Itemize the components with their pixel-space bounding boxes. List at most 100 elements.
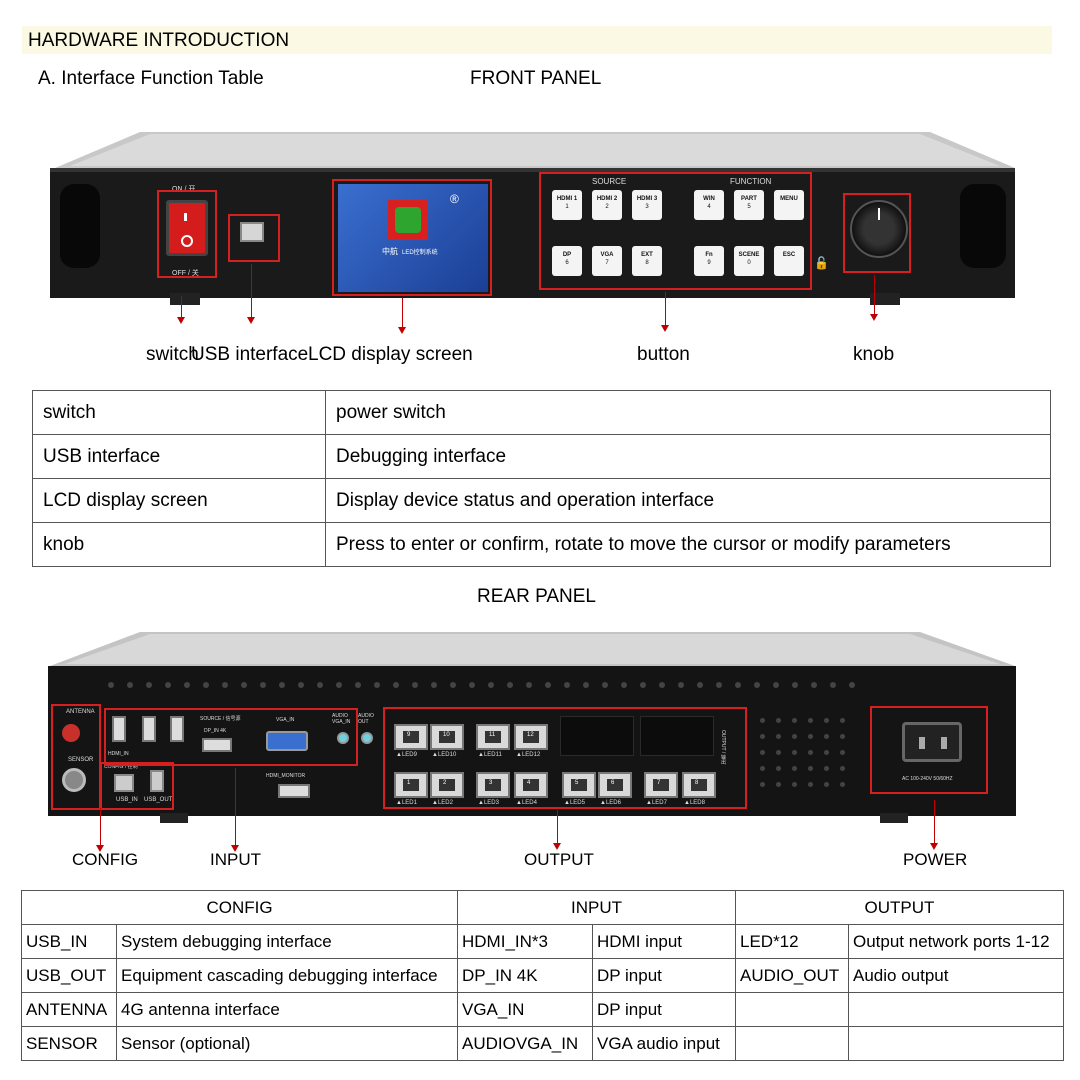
panel-button-number: 8	[645, 260, 649, 266]
power-switch[interactable]	[166, 200, 208, 256]
knob[interactable]	[850, 200, 908, 258]
led-port-number: 8	[695, 780, 699, 786]
led-output-port[interactable]	[514, 724, 548, 750]
config-arrow	[96, 808, 104, 852]
vent-slot	[602, 682, 608, 688]
panel-button-label: MENU	[780, 196, 798, 202]
vent-slot	[792, 682, 798, 688]
table-cell	[848, 1026, 1064, 1061]
app-logo	[388, 200, 428, 240]
panel-button-number: 7	[605, 260, 609, 266]
panel-button[interactable]: ESC	[774, 246, 804, 276]
power-highlight	[870, 706, 988, 794]
section-subtitle: A. Interface Function Table	[38, 68, 264, 89]
panel-button[interactable]: WIN 4	[694, 190, 724, 220]
audio-vga-in-jack[interactable]	[337, 732, 349, 744]
dp-in-label: DP_IN 4K	[204, 728, 227, 734]
vent-slot	[412, 682, 418, 688]
vent-slot	[583, 682, 589, 688]
led-port-number: 10	[443, 732, 450, 738]
panel-button-label: SCENE	[738, 252, 760, 258]
vent-slot	[678, 682, 684, 688]
rear-panel-heading: REAR PANEL	[477, 586, 596, 607]
output-arrow	[553, 810, 561, 850]
hdmi-in-port-3[interactable]	[170, 716, 184, 742]
vent-slot	[760, 734, 765, 739]
led-output-port[interactable]	[476, 772, 510, 798]
led-output-port[interactable]	[430, 772, 464, 798]
power-arrow	[930, 800, 938, 850]
sensor-connector[interactable]	[62, 768, 86, 792]
led-output-port[interactable]	[430, 724, 464, 750]
button-arrow	[661, 292, 669, 332]
vent-slot	[716, 682, 722, 688]
led-output-port[interactable]	[514, 772, 548, 798]
lcd-arrow	[398, 298, 406, 334]
led-output-port[interactable]	[644, 772, 678, 798]
table-cell: switch	[32, 390, 326, 435]
usb-port[interactable]	[240, 222, 264, 242]
lcd-highlight	[332, 179, 492, 296]
usb-out-port[interactable]	[150, 770, 164, 792]
led-output-port[interactable]	[598, 772, 632, 798]
vent-slot	[808, 718, 813, 723]
table-cell: System debugging interface	[116, 924, 458, 959]
callout-knob: knob	[853, 344, 895, 365]
vent-slot	[760, 782, 765, 787]
led-output-port[interactable]	[476, 724, 510, 750]
led-output-port[interactable]	[562, 772, 596, 798]
hdmi-in-port-1[interactable]	[112, 716, 126, 742]
vga-in-port[interactable]	[266, 731, 308, 751]
led-port-number: 12	[527, 732, 534, 738]
led-output-port[interactable]	[394, 724, 428, 750]
vent-slot	[776, 766, 781, 771]
panel-button-label: ESC	[782, 252, 796, 258]
table-cell: Display device status and operation inte…	[325, 478, 1051, 523]
vent-slot	[431, 682, 437, 688]
hdmi-in-port-2[interactable]	[142, 716, 156, 742]
vent-slot	[564, 682, 570, 688]
table-cell	[735, 1026, 849, 1061]
table-cell: USB_OUT	[21, 958, 117, 993]
config-highlight	[51, 704, 101, 810]
header-config: CONFIG	[21, 890, 458, 925]
power-socket[interactable]	[902, 722, 962, 762]
panel-button[interactable]: MENU	[774, 190, 804, 220]
knob-arrow	[870, 275, 878, 321]
vent-slot	[776, 782, 781, 787]
vent-slot	[849, 682, 855, 688]
source-label: SOURCE	[592, 177, 627, 186]
panel-button-number: 5	[747, 204, 751, 210]
empty-module-slot	[560, 716, 634, 756]
switch-highlight	[157, 190, 217, 278]
hdmi-monitor-port[interactable]	[278, 784, 310, 798]
vent-slot	[488, 682, 494, 688]
vent-slot	[776, 734, 781, 739]
led-output-port[interactable]	[394, 772, 428, 798]
antenna-connector[interactable]	[62, 724, 80, 742]
led-output-port[interactable]	[682, 772, 716, 798]
table-cell: Equipment cascading debugging interface	[116, 958, 458, 993]
panel-button-number: 4	[707, 204, 711, 210]
dp-in-port[interactable]	[202, 738, 232, 752]
panel-button-label: WIN	[703, 196, 715, 202]
usb-in-port[interactable]	[114, 774, 134, 792]
output-label: OUTPUT / 输出	[720, 730, 726, 765]
vent-slot	[146, 682, 152, 688]
vent-slot	[469, 682, 475, 688]
audio-out-jack[interactable]	[361, 732, 373, 744]
